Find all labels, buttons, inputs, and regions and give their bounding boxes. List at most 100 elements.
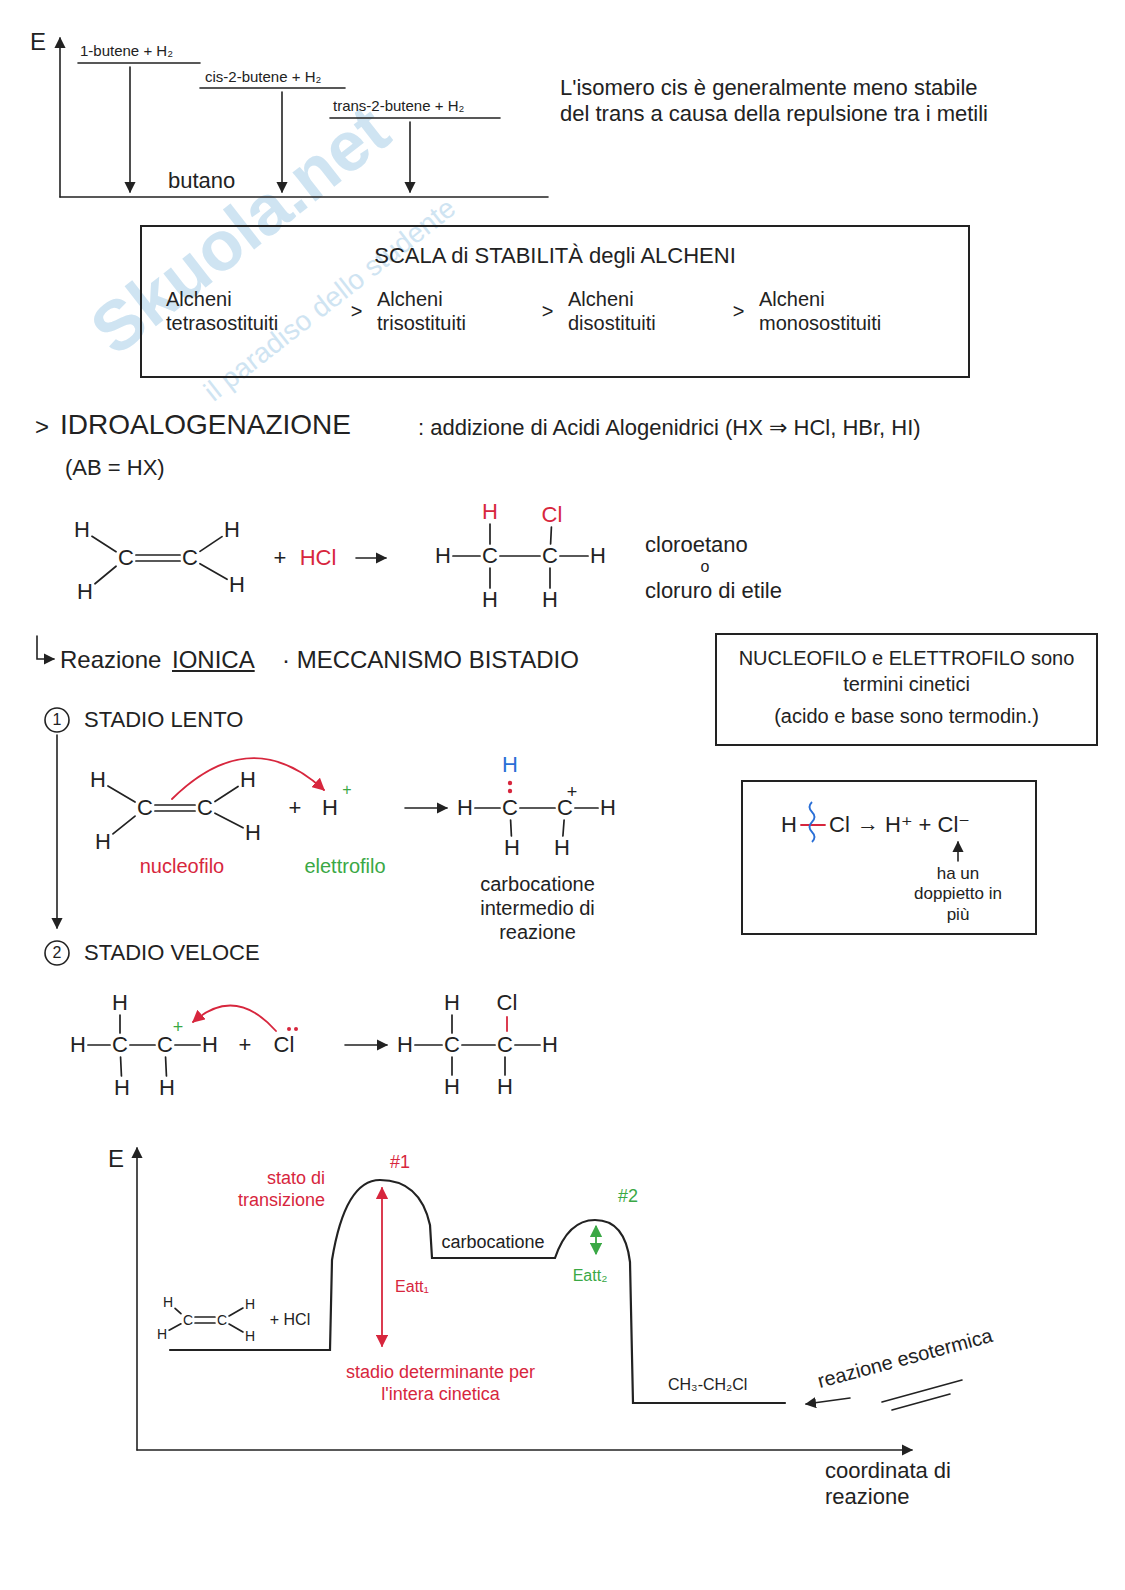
bond-line — [510, 820, 512, 836]
plus-sign: + — [289, 797, 302, 819]
bond-line — [155, 810, 195, 812]
charge-sign: + — [567, 783, 578, 801]
atom-symbol: H — [542, 1034, 558, 1056]
bond-line — [108, 786, 135, 802]
note-text: nucleofilo — [140, 856, 225, 876]
subheading: · MECCANISMO BISTADIO — [282, 646, 579, 675]
underline-stroke — [882, 1380, 962, 1402]
bond-line — [504, 1057, 506, 1075]
stability-row: Alcheni tetrasostituiti>Alcheni trisosti… — [166, 287, 944, 335]
reaction-arrow — [405, 807, 447, 809]
bond-line — [453, 555, 480, 557]
atom-symbol: C — [444, 1034, 460, 1056]
atom-symbol: H — [322, 797, 338, 819]
bond-line — [175, 1044, 200, 1046]
atom-symbol: Cl — [829, 812, 850, 838]
subheading: IONICA — [172, 646, 255, 675]
atom-symbol: H — [504, 837, 520, 859]
step-number: 1 — [53, 712, 62, 728]
bond-line — [120, 1057, 123, 1076]
hook-arrow — [37, 636, 54, 659]
atom-symbol: H — [229, 574, 245, 596]
note-text: carbocatione intermedio di reazione — [450, 872, 625, 944]
atom-symbol: H — [157, 1327, 167, 1341]
energy-level-label: trans-2-butene + H₂ — [333, 97, 464, 115]
bond-line — [130, 1044, 155, 1046]
atom-symbol: H — [554, 837, 570, 859]
charge-sign: + — [342, 782, 351, 798]
dissociation-box: HCl→H⁺ + Cl⁻ha un doppietto in più — [741, 780, 1037, 935]
state-label: CH₃-CH₂Cl — [668, 1375, 747, 1394]
energy-level — [200, 87, 345, 89]
definition-text: NUCLEOFILO e ELETTROFILO sono termini ci… — [729, 645, 1084, 697]
atom-symbol: C — [137, 797, 153, 819]
note-text: o — [701, 559, 710, 575]
energy-label: Eatt₁ — [395, 1279, 429, 1295]
bond-line — [451, 1057, 453, 1075]
bond-line — [575, 807, 598, 809]
note-text: L'isomero cis è generalmente meno stabil… — [560, 75, 1005, 128]
energy-drop-arrow — [281, 92, 283, 192]
atom-symbol: Cl — [274, 1034, 295, 1056]
energy-axis — [59, 38, 61, 197]
atom-symbol: H — [74, 519, 90, 541]
atom-symbol: C — [542, 545, 558, 567]
plus-sign: + — [274, 547, 287, 569]
atom-symbol: H — [435, 545, 451, 567]
alkene-class: Alcheni trisostituiti — [377, 287, 527, 335]
atom-symbol: C — [197, 797, 213, 819]
bond-line — [475, 807, 500, 809]
step-circle — [45, 708, 69, 732]
bond-line — [550, 527, 553, 544]
reaction-arrow — [356, 557, 386, 559]
new-bond — [506, 1017, 508, 1031]
bond-line — [489, 568, 491, 588]
bond-line — [155, 804, 195, 806]
atom-symbol: C — [217, 1313, 227, 1327]
bond-line — [462, 1044, 495, 1046]
atom-symbol: H — [112, 992, 128, 1014]
bond-line — [92, 536, 116, 551]
energy-level-label: 1-butene + H₂ — [80, 42, 173, 60]
atom-symbol: C — [497, 1034, 513, 1056]
atom-symbol: C — [183, 1313, 193, 1327]
section-heading: IDROALOGENAZIONE — [60, 408, 351, 442]
box-title: SCALA di STABILITÀ degli ALCHENI — [166, 243, 944, 269]
atom-symbol: H — [114, 1077, 130, 1099]
pointer-arrow — [957, 842, 959, 861]
atom-symbol: Cl — [542, 504, 563, 526]
bond-line — [119, 1015, 121, 1033]
atom-symbol: H — [397, 1034, 413, 1056]
atom-symbol: H — [444, 992, 460, 1014]
energy-level-label: cis-2-butene + H₂ — [205, 68, 321, 86]
atom-symbol: H — [163, 1295, 173, 1309]
breaking-bond — [801, 824, 825, 826]
atom-symbol: H — [502, 754, 518, 776]
atom-symbol: C — [112, 1034, 128, 1056]
atom-symbol: H — [497, 1076, 513, 1098]
note-text: reazione esotermica — [815, 1325, 994, 1391]
atom-symbol: H — [444, 1076, 460, 1098]
callout-number: #2 — [618, 1187, 638, 1205]
alkene-class: Alcheni disostituiti — [568, 287, 718, 335]
lone-pair-dot — [294, 1027, 298, 1031]
bond-line — [195, 1316, 215, 1318]
order-sign: > — [733, 299, 745, 323]
bond-line — [136, 560, 180, 562]
reagent-formula: + HCl — [270, 1312, 310, 1328]
equation-text: H⁺ + Cl⁻ — [885, 812, 970, 838]
note-text: stadio determinante per l'intera cinetic… — [318, 1362, 563, 1405]
bond-line — [195, 1322, 215, 1324]
reaction-coordinate-axis — [137, 1449, 912, 1451]
note-text: elettrofilo — [304, 856, 385, 876]
atom-symbol: H — [781, 812, 797, 838]
pointer-arrow — [806, 1398, 850, 1404]
plus-sign: + — [239, 1034, 252, 1056]
bond-line — [451, 1015, 453, 1033]
bond-line — [175, 1308, 181, 1313]
equation-text: → — [857, 811, 879, 837]
underline-stroke — [892, 1394, 950, 1410]
note-text: stato di transizione — [228, 1168, 325, 1211]
